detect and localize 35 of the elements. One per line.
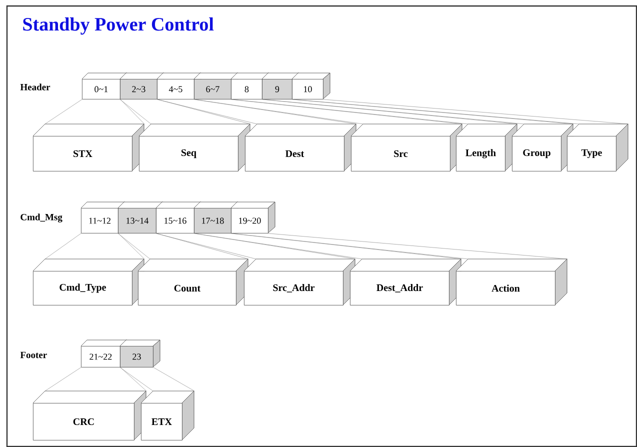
title: Standby Power Control bbox=[23, 17, 214, 35]
byte-cell: 23 bbox=[120, 340, 160, 368]
connector-line bbox=[156, 233, 356, 260]
connector-line bbox=[44, 233, 145, 260]
connector-line bbox=[194, 99, 463, 124]
field-block: Group bbox=[512, 124, 574, 172]
field-block: Dest_Addr bbox=[350, 258, 462, 306]
field-block: Src bbox=[350, 124, 462, 172]
byte-cell: 10 bbox=[292, 72, 330, 100]
field-block: Src_Addr bbox=[244, 258, 356, 306]
connector-line bbox=[120, 367, 195, 392]
connector-line bbox=[120, 99, 251, 124]
field-block: Cmd_Type bbox=[32, 258, 144, 306]
field-block: ETX bbox=[140, 390, 194, 440]
connector-line bbox=[292, 99, 629, 124]
field-block: Seq bbox=[138, 124, 250, 172]
field-block: Count bbox=[138, 258, 248, 306]
field-block: Dest bbox=[244, 124, 356, 172]
field-block: Length bbox=[456, 124, 518, 172]
connector-line bbox=[44, 99, 145, 124]
row-label: Cmd_Msg bbox=[20, 214, 62, 222]
connector-line bbox=[118, 233, 249, 260]
connector-line bbox=[230, 99, 518, 124]
field-block: CRC bbox=[32, 390, 146, 440]
connector-line bbox=[230, 233, 568, 260]
connector-line bbox=[156, 99, 357, 124]
field-block: Type bbox=[566, 124, 628, 172]
field-block: STX bbox=[32, 124, 144, 172]
connector-line bbox=[44, 367, 147, 392]
field-block: Action bbox=[456, 258, 568, 306]
byte-cell: 19~20 bbox=[230, 202, 276, 234]
connector-line bbox=[262, 99, 574, 124]
row-label: Footer bbox=[20, 352, 47, 358]
connector-line bbox=[194, 233, 462, 260]
row-label: Header bbox=[20, 84, 50, 90]
